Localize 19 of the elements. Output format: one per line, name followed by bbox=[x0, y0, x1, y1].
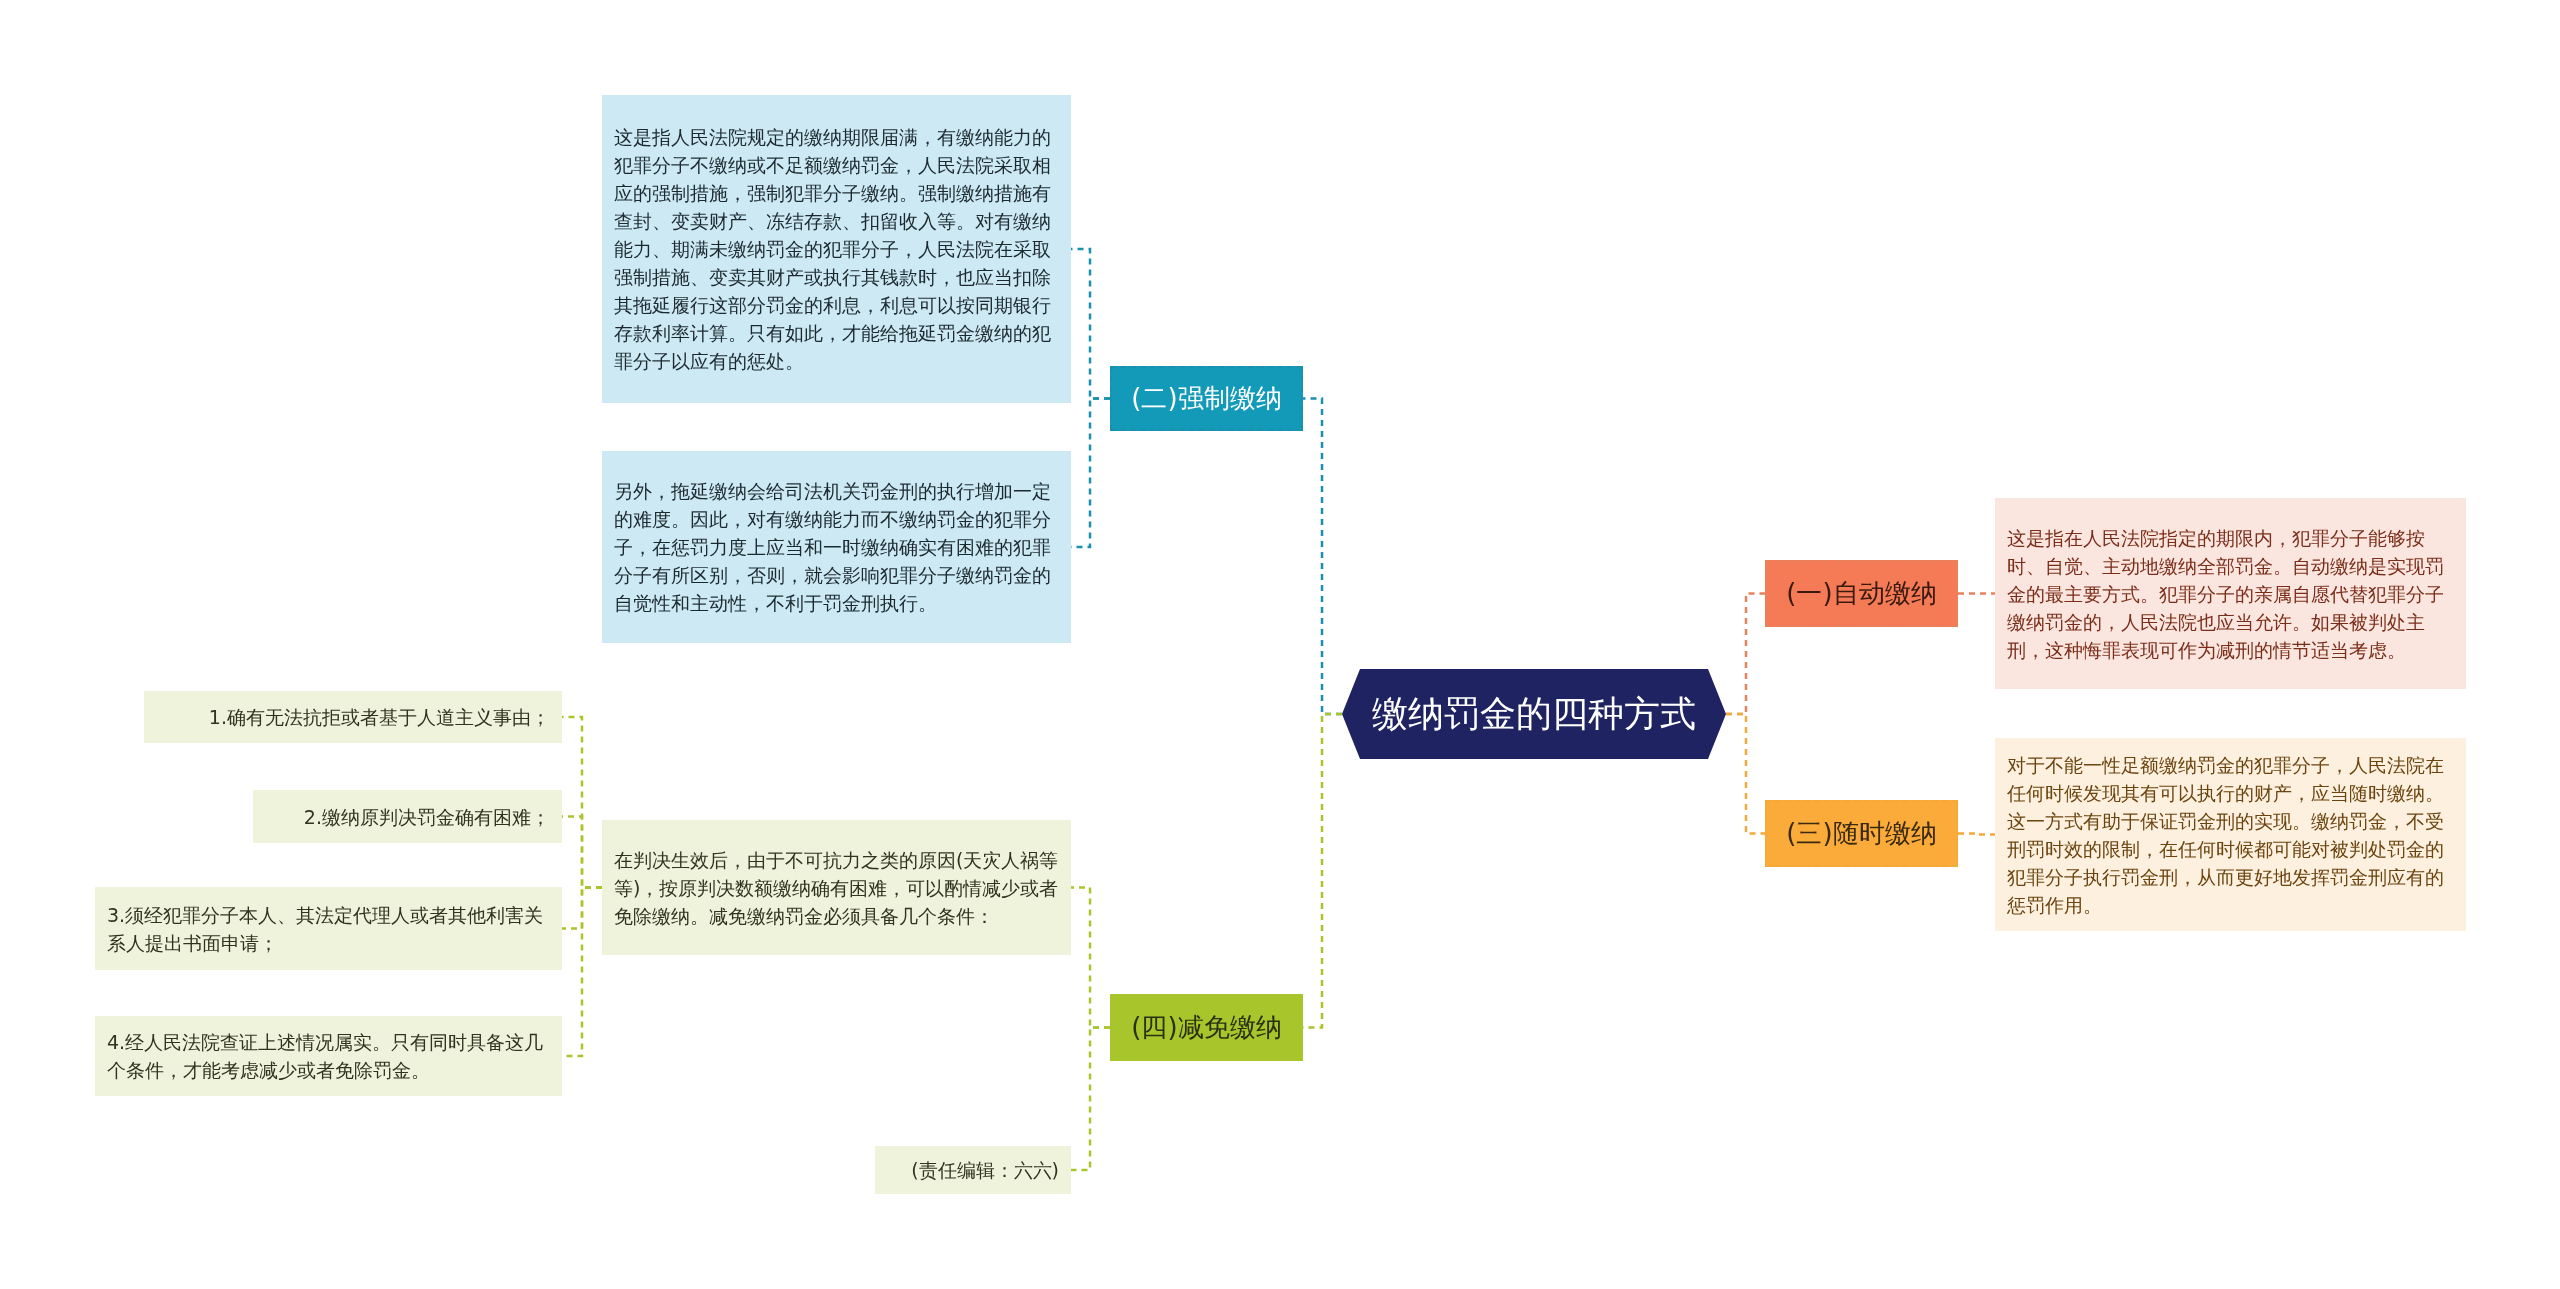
note-box: 另外，拖延缴纳会给司法机关罚金刑的执行增加一定的难度。因此，对有缴纳能力而不缴纳罚金的犯罪分子，在惩罚力度上应当和一时缴纳确实有困难的犯罪分子有所区别，否则，就会影响犯罪分子缴纳罚金的自觉性和主动性，不利于罚金刑执行。 bbox=[602, 451, 1071, 643]
note-box: (责任编辑：六六) bbox=[875, 1146, 1071, 1194]
connector-line bbox=[1958, 832, 1995, 836]
note-box: 对于不能一性足额缴纳罚金的犯罪分子，人民法院在任何时候发现其有可以执行的财产，应当随时缴纳。这一方式有助于保证罚金刑的实现。缴纳罚金，不受刑罚时效的限制，在任何时候都可能对被判处罚金的犯罪分子执行罚金刑，从而更好地发挥罚金刑应有的惩罚作用。 bbox=[1995, 738, 2466, 931]
branch-topic: (二)强制缴纳 bbox=[1110, 366, 1303, 431]
note-box: 4.经人民法院查证上述情况属实。只有同时具备这几个条件，才能考虑减少或者免除罚金。 bbox=[95, 1016, 562, 1096]
branch-topic: (四)减免缴纳 bbox=[1110, 994, 1303, 1061]
note-box: 在判决生效后，由于不可抗力之类的原因(天灾人祸等等)，按原判决数额缴纳确有困难，可以酌情减少或者免除缴纳。减免缴纳罚金必须具备几个条件： bbox=[602, 820, 1071, 955]
connector-line bbox=[1726, 712, 1765, 835]
connector-line bbox=[1958, 592, 1995, 595]
branch-topic: (三)随时缴纳 bbox=[1765, 800, 1958, 867]
connector-line bbox=[1071, 1026, 1110, 1172]
branch-topic: (一)自动缴纳 bbox=[1765, 560, 1958, 627]
note-box: 这是指在人民法院指定的期限内，犯罪分子能够按时、自觉、主动地缴纳全部罚金。自动缴纳是实现罚金的最主要方式。犯罪分子的亲属自愿代替犯罪分子缴纳罚金的，人民法院也应当允许。如果被判处主刑，这种悔罪表现可作为减刑的情节适当考虑。 bbox=[1995, 498, 2466, 689]
note-box: 3.须经犯罪分子本人、其法定代理人或者其他利害关系人提出书面申请； bbox=[95, 887, 562, 970]
note-box: 2.缴纳原判决罚金确有困难； bbox=[253, 790, 562, 843]
note-box: 1.确有无法抗拒或者基于人道主义事由； bbox=[144, 691, 562, 743]
note-box: 这是指人民法院规定的缴纳期限届满，有缴纳能力的犯罪分子不缴纳或不足额缴纳罚金，人民法院采取相应的强制措施，强制犯罪分子缴纳。强制缴纳措施有查封、变卖财产、冻结存款、扣留收入等。对有缴纳能力、期满未缴纳罚金的犯罪分子，人民法院在采取强制措施、变卖其财产或执行其钱款时，也应当扣除其拖延履行这部分罚金的利息，利息可以按同期银行存款利率计算。只有如此，才能给拖延罚金缴纳的犯罪分子以应有的惩处。 bbox=[602, 95, 1071, 403]
central-topic: 缴纳罚金的四种方式 bbox=[1342, 669, 1726, 759]
